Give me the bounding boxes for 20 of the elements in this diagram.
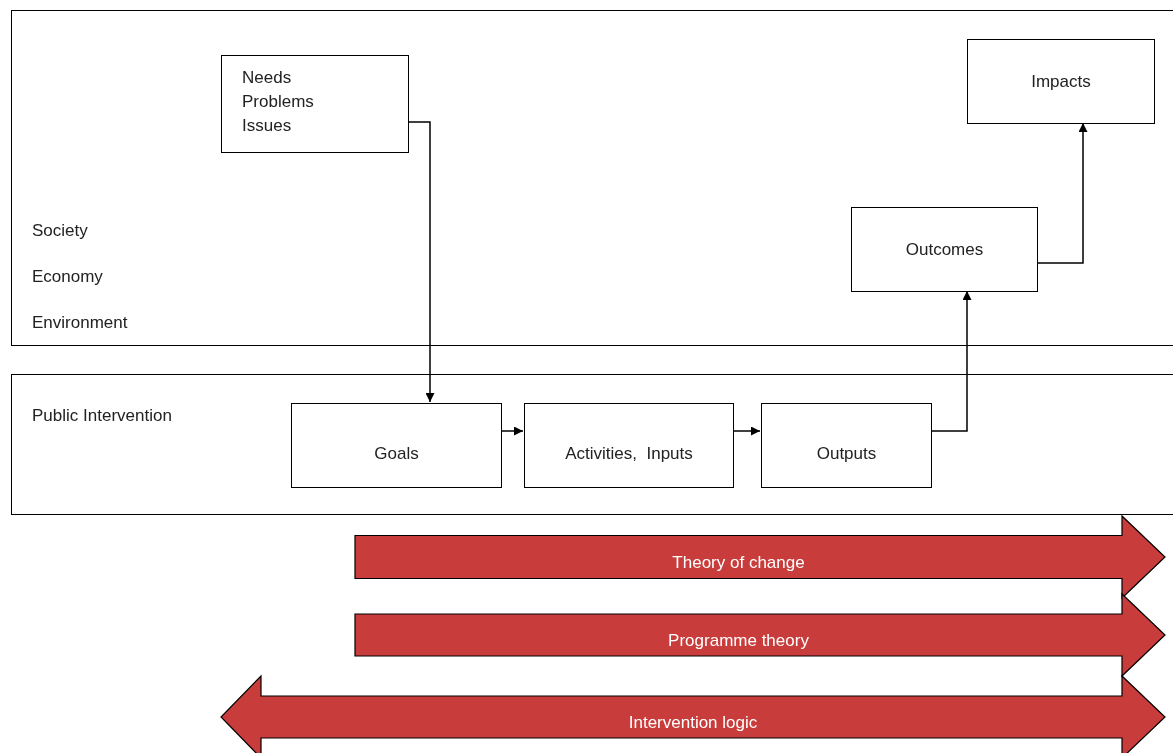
process-box: Impacts (967, 39, 1155, 124)
band-label: Economy (32, 267, 103, 287)
arrow (732, 426, 761, 436)
band-label: Public Intervention (32, 406, 172, 426)
process-box: Goals (291, 403, 502, 488)
band-label: Society (32, 221, 88, 241)
arrow (500, 426, 524, 436)
process-box: Outputs (761, 403, 932, 488)
band-frame (11, 374, 1173, 515)
arrow-label: Theory of change (672, 553, 805, 573)
arrow (407, 121, 435, 403)
arrow-label: Intervention logic (628, 713, 758, 733)
arrow (930, 290, 972, 432)
band-label: Environment (32, 313, 128, 333)
process-box: Activities, Inputs (524, 403, 734, 488)
arrow-label: Programme theory (668, 631, 809, 651)
process-box: Needs Problems Issues (221, 55, 409, 153)
band-frame (11, 10, 1173, 346)
arrow (1036, 122, 1088, 264)
process-box: Outcomes (851, 207, 1038, 292)
